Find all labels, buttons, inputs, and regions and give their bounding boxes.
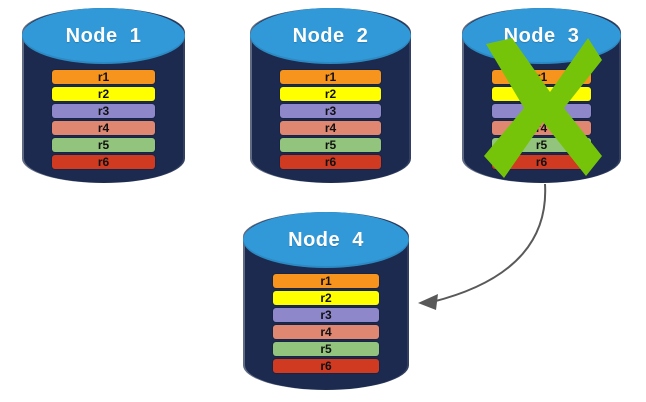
row-strip-r6: r6: [52, 155, 155, 169]
row-strip-r5: r5: [273, 342, 379, 356]
node-2-rows: r1 r2 r3 r4 r5 r6: [280, 70, 381, 169]
node-3[interactable]: Node 3 r1 r2 r3 r4 r5 r6: [462, 8, 621, 183]
row-strip-r1: r1: [280, 70, 381, 84]
row-strip-r5: r5: [492, 138, 591, 152]
row-strip-r5: r5: [280, 138, 381, 152]
row-strip-r2: r2: [52, 87, 155, 101]
row-strip-r2: r2: [273, 291, 379, 305]
replication-arrow-path: [431, 183, 547, 303]
row-strip-r3: r3: [273, 308, 379, 322]
node-2-label: Node 2: [292, 25, 369, 47]
node-4-rows: r1 r2 r3 r4 r5 r6: [273, 274, 379, 373]
row-strip-r4: r4: [273, 325, 379, 339]
row-strip-r6: r6: [280, 155, 381, 169]
node-1-rows: r1 r2 r3 r4 r5 r6: [52, 70, 155, 169]
replication-arrow-head: [418, 294, 438, 310]
row-strip-r3: r3: [280, 104, 381, 118]
node-3-rows: r1 r2 r3 r4 r5 r6: [492, 70, 591, 169]
row-strip-r4: r4: [492, 121, 591, 135]
row-strip-r1: r1: [52, 70, 155, 84]
node-2[interactable]: Node 2 r1 r2 r3 r4 r5 r6: [250, 8, 411, 183]
row-strip-r5: r5: [52, 138, 155, 152]
node-2-cylinder-top: [250, 8, 411, 64]
node-1-cylinder-top: [22, 8, 185, 64]
node-4-cylinder-top: [243, 212, 409, 268]
row-strip-r3: r3: [52, 104, 155, 118]
row-strip-r2: r2: [492, 87, 591, 101]
row-strip-r1: r1: [273, 274, 379, 288]
row-strip-r6: r6: [273, 359, 379, 373]
row-strip-r3: r3: [492, 104, 591, 118]
node-4-label: Node 4: [288, 229, 364, 251]
node-3-label: Node 3: [503, 25, 580, 47]
row-strip-r4: r4: [280, 121, 381, 135]
row-strip-r6: r6: [492, 155, 591, 169]
node-4[interactable]: Node 4 r1 r2 r3 r4 r5 r6: [243, 212, 409, 390]
row-strip-r4: r4: [52, 121, 155, 135]
row-strip-r1: r1: [492, 70, 591, 84]
node-1-label: Node 1: [65, 25, 142, 47]
row-strip-r2: r2: [280, 87, 381, 101]
node-1[interactable]: Node 1 r1 r2 r3 r4 r5 r6: [22, 8, 185, 183]
